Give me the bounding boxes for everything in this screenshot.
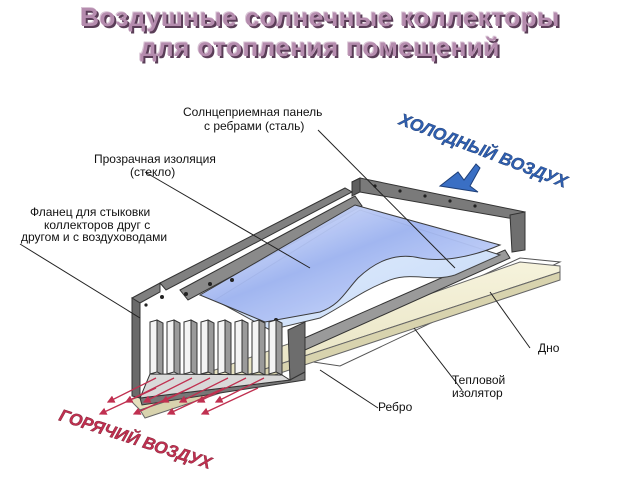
diagram-title-line-1: Воздушные солнечные коллекторы xyxy=(80,2,560,32)
diagram-title-line-2: для отопления помещений xyxy=(140,32,500,62)
label-fin: Ребро xyxy=(378,400,413,414)
leader-glazing xyxy=(144,171,311,269)
back-flange xyxy=(351,177,526,253)
label-solar-panel-line-2: с ребрами (сталь) xyxy=(204,119,304,133)
leader-insulator xyxy=(413,327,463,391)
label-insulator-line-2: изолятор xyxy=(452,386,503,400)
hot-air-caption: ГОРЯЧИЙ ВОЗДУХ xyxy=(57,405,216,474)
leader-fin xyxy=(319,369,379,409)
label-bottom: Дно xyxy=(538,341,560,355)
leader-solar-panel xyxy=(317,129,456,269)
cold-air-caption: ХОЛОДНЫЙ ВОЗДУХ xyxy=(396,109,572,193)
label-glazing-line-1: Прозрачная изоляция xyxy=(94,152,216,166)
label-glazing-line-2: (стекло) xyxy=(130,165,175,179)
label-solar-panel-line-1: Солнцеприемная панель xyxy=(183,105,322,119)
leader-flange xyxy=(19,243,141,319)
leader-bottom xyxy=(489,291,531,349)
label-flange-line-2: коллекторов друг с xyxy=(44,218,150,232)
cold-air-arrow-icon xyxy=(438,163,481,193)
fins xyxy=(139,319,292,399)
glass-cover xyxy=(198,204,502,323)
collector-body xyxy=(179,195,511,351)
label-flange-line-1: Фланец для стыковки xyxy=(30,205,150,219)
label-insulator-line-1: Тепловой xyxy=(452,373,505,387)
label-flange-line-3: другом и с воздуховодами xyxy=(21,230,167,244)
hot-air-arrows xyxy=(98,377,265,415)
